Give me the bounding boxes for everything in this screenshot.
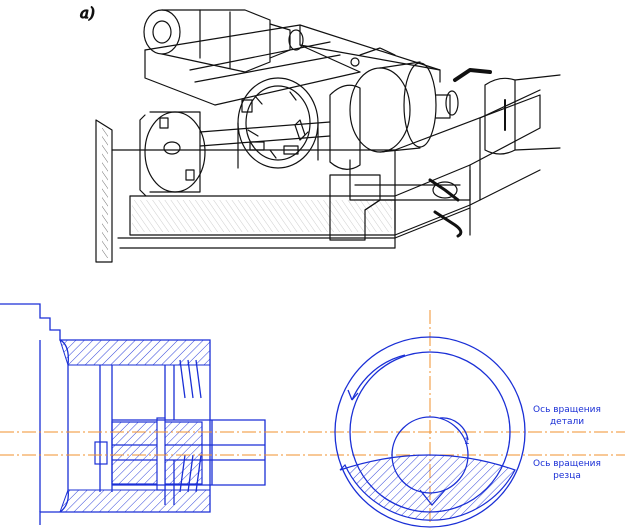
axis-labels: Ось вращения детали Ось вращения резца xyxy=(533,405,601,481)
part-axis-label-line1: Ось вращения xyxy=(533,405,601,415)
circular-view: 1 xyxy=(334,336,526,528)
machine-sketch: а) xyxy=(79,3,561,263)
tool-axis-label-line2: резца xyxy=(553,471,581,481)
part-axis-label-line2: детали xyxy=(550,417,584,427)
tool-axis-label-line1: Ось вращения xyxy=(533,459,601,469)
section-view xyxy=(0,303,266,525)
arrow-mark: 1 xyxy=(464,437,470,447)
figure-label: а) xyxy=(80,4,95,22)
arc-arrow-icon xyxy=(439,417,469,441)
rotation-arrow-icon xyxy=(351,354,406,401)
